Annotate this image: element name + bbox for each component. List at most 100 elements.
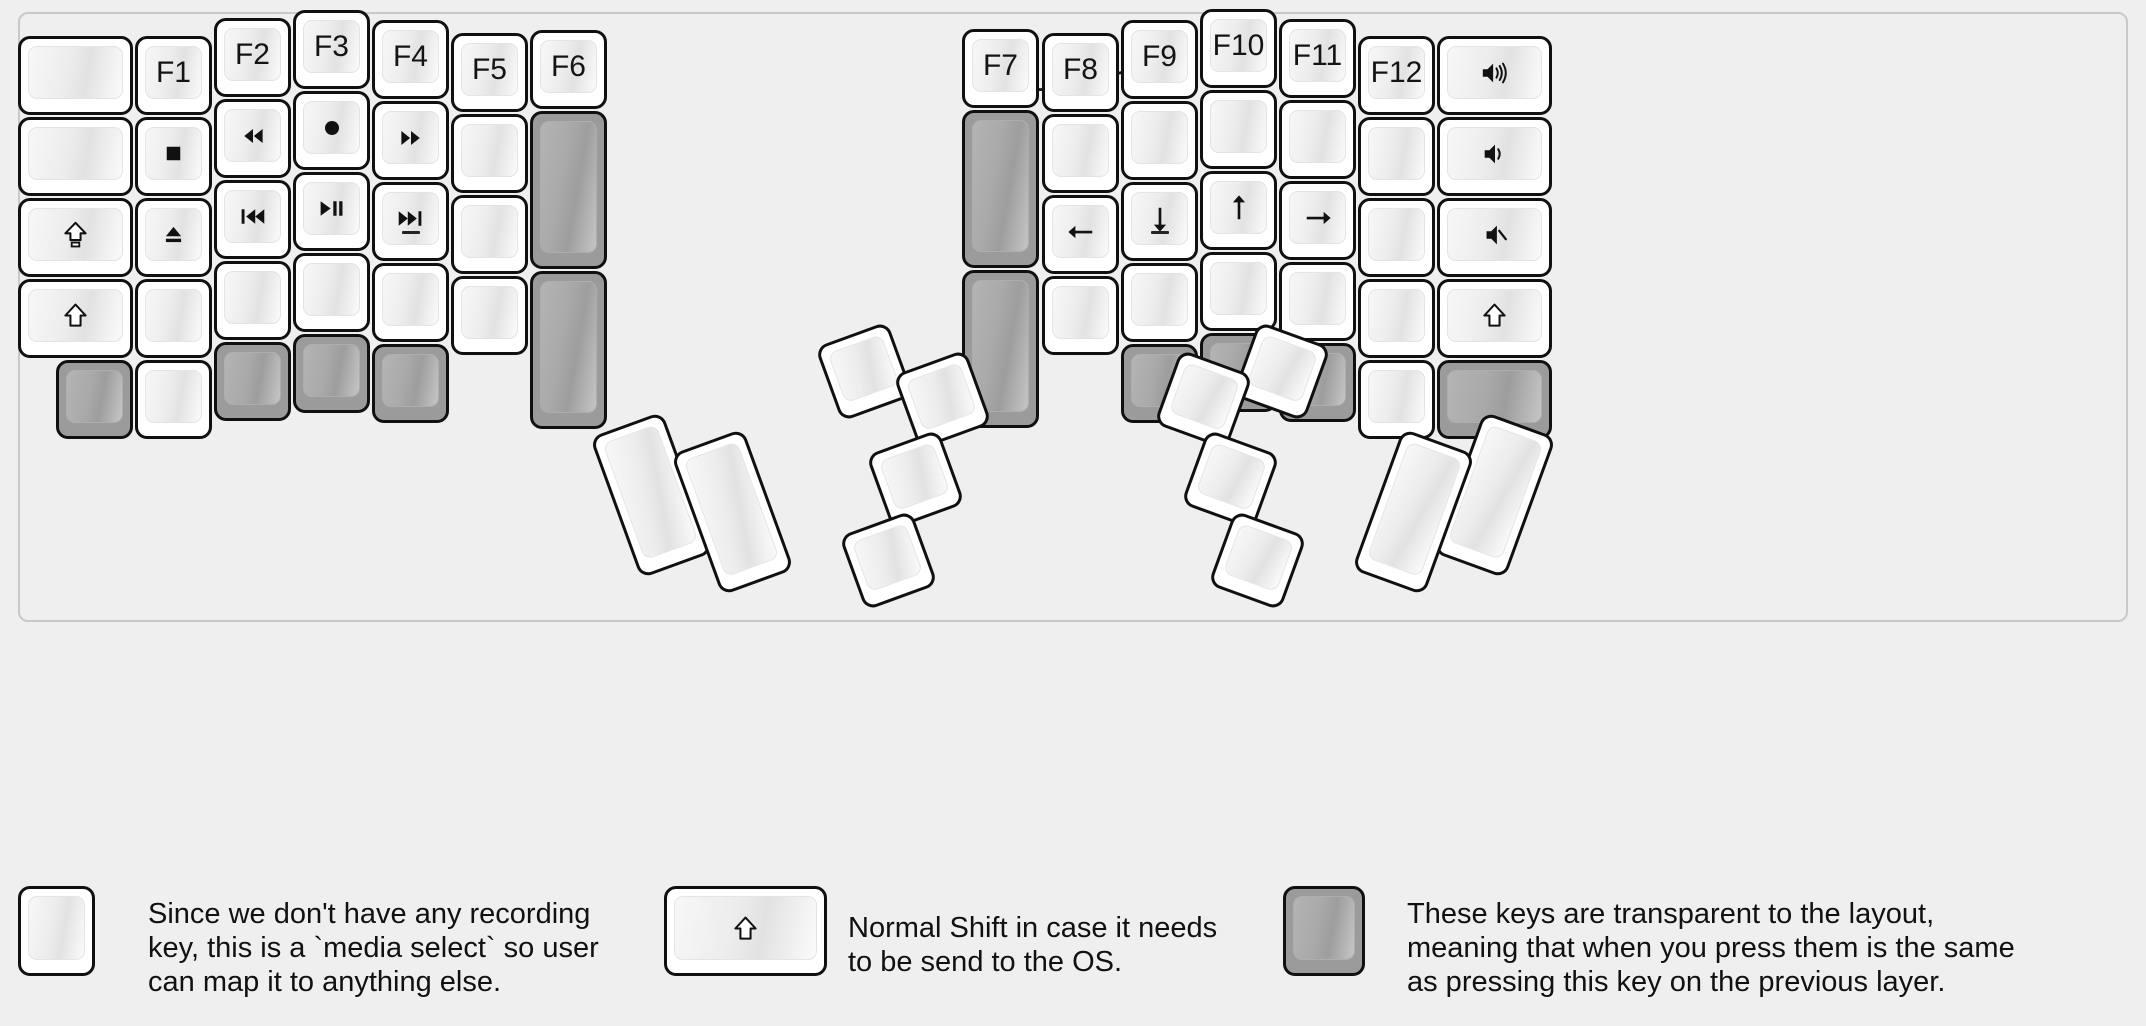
keycap-label: F12 — [1370, 55, 1423, 89]
key-right-col-pinky-4[interactable] — [1358, 360, 1435, 439]
keycap-face — [224, 271, 281, 324]
key-right-col-index-2[interactable] — [1121, 182, 1198, 261]
key-right-col-pinky-outer-3[interactable] — [1437, 279, 1552, 358]
keycap-face: F2 — [224, 28, 281, 81]
keycap-blank — [1290, 273, 1345, 324]
key-left-col-index-3[interactable] — [372, 263, 449, 342]
key-left-col-ring-4[interactable] — [214, 342, 291, 421]
key-left-col-middle-1[interactable] — [293, 91, 370, 170]
key-left-col-pinky-0[interactable]: F1 — [135, 36, 212, 115]
keycap-face: F5 — [461, 43, 518, 96]
legend-key-1[interactable] — [664, 886, 827, 976]
key-left-col-ring-0[interactable]: F2 — [214, 18, 291, 97]
sub-legend-bar — [401, 231, 420, 234]
keycap-face: F12 — [1368, 46, 1425, 99]
keycap-blank — [880, 443, 949, 510]
key-right-col-ring-2[interactable] — [1279, 181, 1356, 260]
keycap-face — [1131, 273, 1188, 326]
keycap-face: F3 — [303, 20, 360, 73]
key-right-col-middle-2[interactable] — [1200, 171, 1277, 250]
key-left-col-ring-1[interactable] — [214, 99, 291, 178]
key-left-col-index-0[interactable]: F4 — [372, 20, 449, 99]
key-right-col-pinky-outer-0[interactable] — [1437, 36, 1552, 115]
keycap-face — [28, 127, 123, 180]
keycap-blank — [541, 122, 596, 252]
key-left-col-index-inner-1[interactable] — [451, 114, 528, 193]
key-right-col-pinky-outer-4[interactable] — [1437, 360, 1552, 439]
keycap-blank — [462, 287, 517, 338]
key-right-col-inner-1[interactable] — [962, 110, 1039, 268]
key-left-col-pinky-3[interactable] — [135, 279, 212, 358]
key-left-col-middle-0[interactable]: F3 — [293, 10, 370, 89]
key-right-col-ring-1[interactable] — [1279, 100, 1356, 179]
key-left-col-middle-4[interactable] — [293, 334, 370, 413]
arrow-left-icon — [1053, 206, 1108, 257]
keycap-face — [382, 273, 439, 326]
key-left-col-pinky-outer-0[interactable] — [18, 36, 133, 115]
key-left-col-middle-2[interactable] — [293, 172, 370, 251]
keycap-label: F6 — [550, 49, 586, 83]
key-left-col-pinky-2[interactable] — [135, 198, 212, 277]
media-fast-forward-icon — [383, 112, 438, 163]
key-left-col-pinky-outer-1[interactable] — [18, 117, 133, 196]
key-right-col-index-inner-3[interactable] — [1042, 276, 1119, 355]
media-stop-icon — [146, 128, 201, 179]
key-left-col-index-1[interactable] — [372, 101, 449, 180]
key-left-col-middle-3[interactable] — [293, 253, 370, 332]
legend-key-0[interactable] — [18, 886, 95, 976]
key-left-col-pinky-4[interactable] — [135, 360, 212, 439]
key-left-col-inner-2[interactable] — [530, 271, 607, 429]
legend-key-2[interactable] — [1283, 886, 1365, 976]
key-right-col-middle-0[interactable]: F10 — [1200, 9, 1277, 88]
keycap-face — [540, 121, 597, 253]
key-left-col-pinky-1[interactable] — [135, 117, 212, 196]
key-left-col-ring-3[interactable] — [214, 261, 291, 340]
key-right-col-pinky-outer-2[interactable] — [1437, 198, 1552, 277]
keycap-blank — [1290, 111, 1345, 162]
keycap-blank — [1294, 897, 1354, 959]
keycap-blank — [1053, 287, 1108, 338]
keycap-face — [66, 370, 123, 423]
key-right-col-pinky-1[interactable] — [1358, 117, 1435, 196]
key-right-col-pinky-outer-1[interactable] — [1437, 117, 1552, 196]
key-right-col-middle-3[interactable] — [1200, 252, 1277, 331]
key-right-col-inner-0[interactable]: F7 — [962, 29, 1039, 108]
key-right-col-index-inner-0[interactable]: F8 — [1042, 33, 1119, 112]
key-right-col-index-0[interactable]: F9 — [1121, 20, 1198, 99]
keycap-face — [1210, 181, 1267, 234]
key-left-col-pinky-extra[interactable] — [56, 360, 133, 439]
keycap-face — [28, 46, 123, 99]
key-left-col-pinky-outer-2[interactable] — [18, 198, 133, 277]
keycap-blank — [225, 353, 280, 404]
key-left-col-index-inner-3[interactable] — [451, 276, 528, 355]
keycap-face: F6 — [540, 40, 597, 93]
key-right-col-index-1[interactable] — [1121, 101, 1198, 180]
key-right-col-index-inner-2[interactable] — [1042, 195, 1119, 274]
key-left-col-index-4[interactable] — [372, 344, 449, 423]
key-right-col-pinky-0[interactable]: F12 — [1358, 36, 1435, 115]
key-left-col-index-2[interactable] — [372, 182, 449, 261]
key-right-col-ring-3[interactable] — [1279, 262, 1356, 341]
keycap-blank — [146, 290, 201, 341]
key-right-col-pinky-3[interactable] — [1358, 279, 1435, 358]
key-right-col-middle-1[interactable] — [1200, 90, 1277, 169]
keycap-blank — [829, 335, 898, 402]
keycap-blank — [462, 206, 517, 257]
keycap-label: F4 — [392, 39, 428, 73]
keycap-blank — [383, 355, 438, 406]
key-left-col-inner-1[interactable] — [530, 111, 607, 269]
key-left-col-index-inner-0[interactable]: F5 — [451, 33, 528, 112]
key-left-col-inner-0[interactable]: F6 — [530, 30, 607, 109]
key-left-col-index-inner-2[interactable] — [451, 195, 528, 274]
media-next-track-icon — [383, 193, 438, 244]
keycap-face: F9 — [1131, 30, 1188, 83]
keycap-face — [28, 289, 123, 342]
key-left-col-ring-2[interactable] — [214, 180, 291, 259]
key-right-col-index-inner-1[interactable] — [1042, 114, 1119, 193]
key-right-col-ring-0[interactable]: F11 — [1279, 19, 1356, 98]
key-left-col-pinky-outer-3[interactable] — [18, 279, 133, 358]
key-right-col-pinky-2[interactable] — [1358, 198, 1435, 277]
keycap-face — [461, 286, 518, 339]
shift-arrow-icon — [29, 290, 122, 341]
key-right-col-index-3[interactable] — [1121, 263, 1198, 342]
